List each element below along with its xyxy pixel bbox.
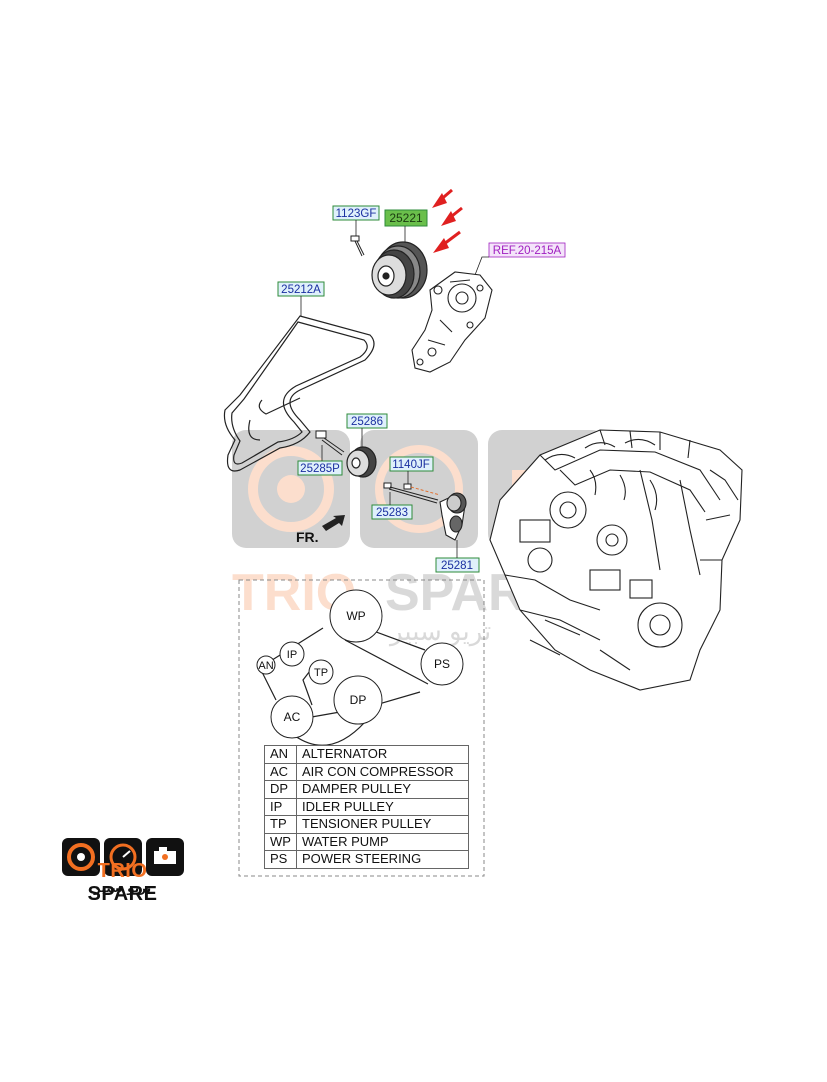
front-label: FR. (296, 529, 319, 545)
bearing-icon (67, 843, 95, 871)
belt-routing-panel (238, 579, 485, 877)
pulley-an-label: AN (258, 660, 273, 672)
callout-25286[interactable]: 25286 (346, 413, 388, 429)
brand-name-part1: TRIO (97, 860, 148, 882)
legend-name: IDLER PULLEY (296, 797, 469, 816)
legend-code: TP (264, 815, 297, 834)
legend-name: AIR CON COMPRESSOR (296, 762, 469, 781)
callout-25281[interactable]: 25281 (435, 557, 480, 573)
leader-line (474, 256, 489, 276)
legend-name: TENSIONER PULLEY (296, 815, 469, 834)
gauge-icon (109, 843, 137, 871)
legend-code: IP (264, 797, 297, 816)
pulley-wp (329, 589, 383, 643)
callout-25221[interactable]: 25221 (384, 209, 428, 227)
pulley-ip-label: IP (287, 649, 297, 661)
pulley-tp-label: TP (314, 667, 328, 679)
highlight-arrows (432, 188, 463, 253)
water-pump (411, 271, 493, 373)
brand-logo[interactable] (60, 818, 185, 898)
callout-25283-label: 25283 (376, 507, 408, 519)
front-arrow-icon (322, 515, 345, 531)
callout-1140jf[interactable]: 1140JF (389, 456, 434, 472)
legend-code: PS (264, 850, 297, 869)
legend-code: AN (264, 745, 297, 764)
callout-25286-label: 25286 (351, 416, 383, 428)
pulley-an (256, 655, 276, 675)
callout-ref[interactable]: REF.20-215A (488, 242, 566, 258)
tensioner-assembly (439, 492, 467, 541)
bolt-25283 (383, 482, 439, 504)
legend-code: AC (264, 762, 297, 781)
callout-25285p-label: 25285P (300, 463, 340, 475)
belt-routing-diagram: WP AN IP TP PS DP AC (256, 589, 464, 746)
pulley-ps (420, 642, 464, 686)
pulley-dp (333, 675, 383, 725)
callout-1123gf-label: 1123GF (336, 208, 377, 220)
legend-name: WATER PUMP (296, 832, 469, 851)
legend-name: DAMPER PULLEY (296, 780, 469, 799)
callout-25283[interactable]: 25283 (371, 504, 413, 520)
callout-1140jf-label: 1140JF (392, 459, 430, 471)
pulley-ac (270, 695, 314, 739)
pulley-wp-label: WP (346, 609, 365, 623)
pulley-ps-label: PS (434, 657, 450, 671)
callout-ref-label: REF.20-215A (493, 245, 562, 257)
pulley-tp (308, 659, 334, 685)
callout-25281-label: 25281 (441, 560, 473, 572)
callout-25221-label: 25221 (389, 211, 423, 225)
pulley-dp-label: DP (350, 693, 367, 707)
pulley-ac-label: AC (284, 710, 301, 724)
bolt-1140jf (403, 483, 441, 496)
bolt-1123gf (350, 235, 365, 257)
legend-name: POWER STEERING (296, 850, 469, 869)
callout-25285p[interactable]: 25285P (297, 460, 343, 476)
callout-25212a[interactable]: 25212A (277, 281, 325, 297)
callout-25212a-label: 25212A (281, 284, 321, 296)
watermark-arabic: تريو سبير (388, 616, 491, 647)
drive-belt (223, 315, 375, 472)
idler-pulley (346, 446, 377, 478)
pulley-ip (279, 641, 305, 667)
callout-1123gf[interactable]: 1123GF (332, 205, 380, 221)
brand-name: TRIO SPARE (60, 860, 185, 906)
water-pump-pulley (371, 241, 428, 299)
brand-name-part2: SPARE (87, 883, 158, 905)
legend-code: DP (264, 780, 297, 799)
legend-code: WP (264, 832, 297, 851)
bolt-25285p (315, 430, 345, 456)
front-indicator: FR. (296, 515, 345, 545)
legend-name: ALTERNATOR (296, 745, 469, 764)
brand-arabic: تريو سبير (93, 881, 152, 895)
engine-assembly (489, 429, 743, 691)
